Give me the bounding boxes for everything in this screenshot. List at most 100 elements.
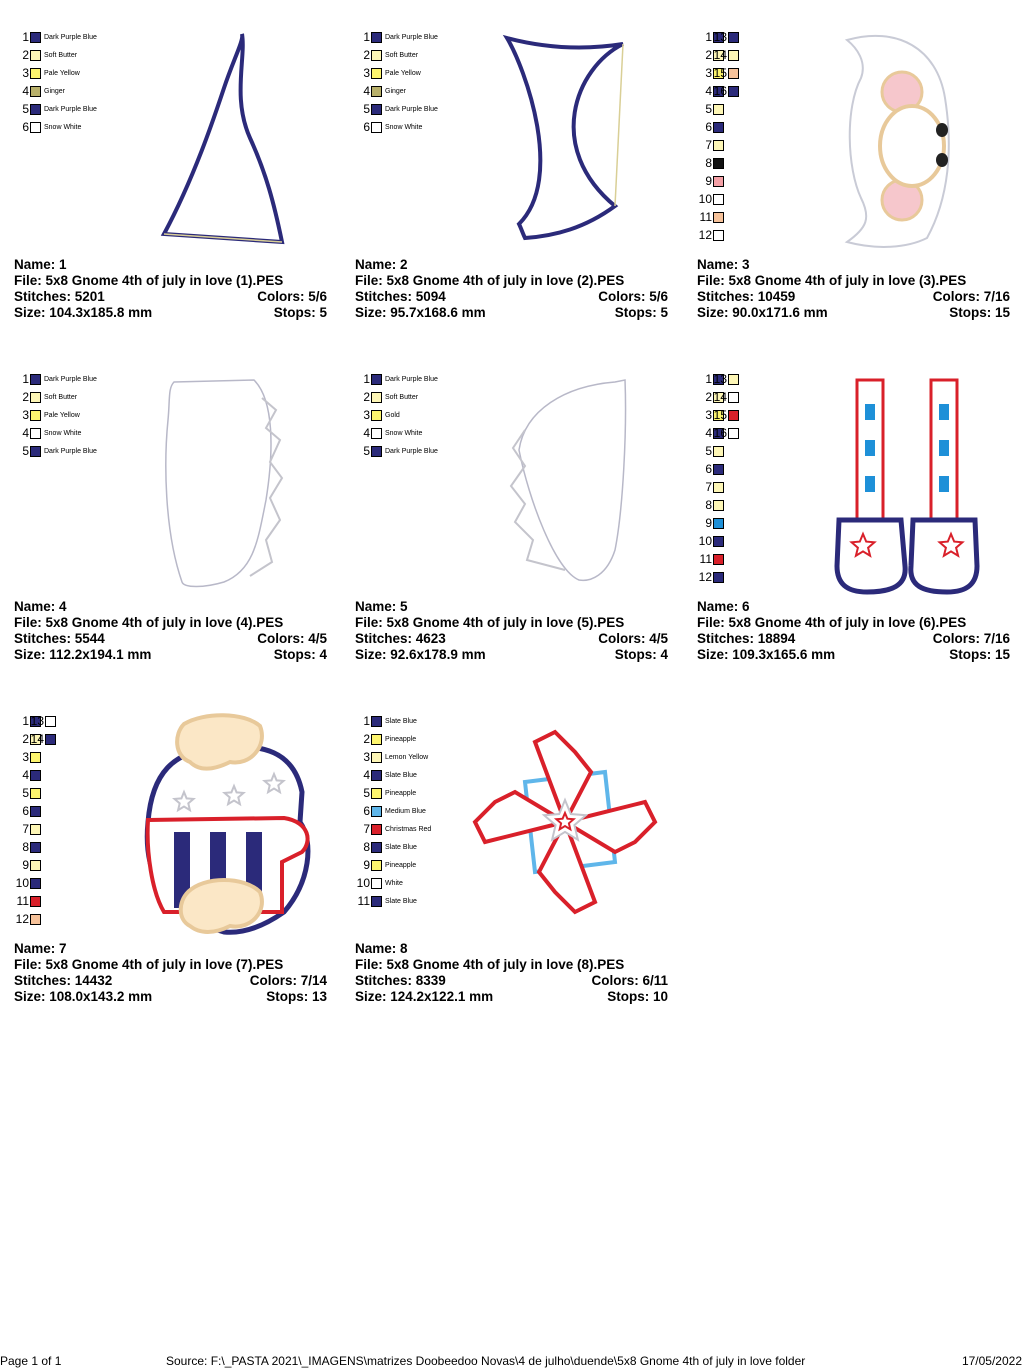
palette-entry: 6 [14,802,41,820]
color-count: Colors: 7/16 [932,631,1010,646]
color-swatch [30,445,41,457]
source-path: Source: F:\_PASTA 2021\_IMAGENS\matrizes… [166,1354,806,1368]
color-swatch [30,103,41,115]
color-swatch [30,31,41,43]
palette-number: 5 [22,102,29,116]
color-swatch [371,769,382,781]
design-name: Name: 3 [697,257,750,272]
color-swatch [713,103,724,115]
palette-entry: 6 [697,460,724,478]
color-swatch [371,823,382,835]
stitch-count: Stitches: 8339 [355,973,446,988]
embroidery-design-preview [154,28,294,253]
stitch-count: Stitches: 14432 [14,973,113,988]
color-swatch [713,445,724,457]
color-swatch [371,877,382,889]
thread-name: Slate Blue [385,897,417,905]
color-swatch [728,373,739,385]
color-swatch [30,67,41,79]
embroidery-design-preview [827,28,967,263]
color-swatch [713,481,724,493]
color-swatch [371,49,382,61]
design-size: Size: 92.6x178.9 mm [355,647,486,662]
palette-entry: 2 [14,730,41,748]
color-swatch [713,139,724,151]
palette-entry: 16 [712,424,739,442]
palette-number: 6 [705,462,712,476]
color-swatch [30,373,41,385]
color-swatch [45,715,56,727]
color-swatch [713,553,724,565]
palette-entry: 3 [14,748,41,766]
color-swatch [371,31,382,43]
palette-entry: 7 [14,820,41,838]
palette-number: 3 [705,66,712,80]
thread-name: Dark Purple Blue [385,33,438,41]
palette-number: 4 [22,768,29,782]
thread-name: Dark Purple Blue [385,375,438,383]
color-swatch [713,229,724,241]
stitch-count: Stitches: 5201 [14,289,105,304]
palette-number: 5 [705,444,712,458]
palette-number: 5 [363,102,370,116]
color-swatch [30,427,41,439]
palette-number: 7 [705,138,712,152]
palette-entry: 13 [712,370,739,388]
color-count: Colors: 4/5 [598,631,668,646]
palette-number: 13 [713,372,727,386]
palette-number: 9 [363,858,370,872]
palette-number: 12 [698,570,712,584]
color-swatch [371,715,382,727]
palette-entry: 8 [697,154,724,172]
thread-name: Ginger [44,87,66,95]
color-swatch [371,895,382,907]
palette-entry: 10 [697,532,724,550]
thread-name: Dark Purple Blue [44,105,97,113]
thread-name: Dark Purple Blue [385,105,438,113]
color-swatch [371,391,382,403]
palette-number: 2 [363,48,370,62]
color-swatch [371,85,382,97]
color-swatch [30,805,41,817]
palette-entry: 2 Soft Butter [355,46,418,64]
thread-name: Dark Purple Blue [44,33,97,41]
color-swatch [713,499,724,511]
palette-number: 9 [22,858,29,872]
palette-number: 12 [15,912,29,926]
stop-count: Stops: 15 [949,647,1010,662]
color-swatch [30,751,41,763]
palette-entry: 13 [712,28,739,46]
palette-number: 3 [363,750,370,764]
design-file: File: 5x8 Gnome 4th of july in love (4).… [14,615,284,630]
palette-entry: 5 [14,784,41,802]
color-swatch [371,427,382,439]
thread-name: Soft Butter [385,393,419,401]
palette-entry: 1 [14,712,41,730]
stitch-count: Stitches: 10459 [697,289,796,304]
palette-number: 3 [705,408,712,422]
palette-entry: 6 [697,118,724,136]
embroidery-design-preview [827,370,987,605]
stop-count: Stops: 5 [614,305,668,320]
thread-name: Gold [385,411,400,419]
design-file: File: 5x8 Gnome 4th of july in love (2).… [355,273,625,288]
palette-number: 13 [713,30,727,44]
design-info: Name: 5 File: 5x8 Gnome 4th of july in l… [355,599,668,663]
palette-entry: 9 [14,856,41,874]
palette-entry: 1 [697,370,724,388]
palette-number: 11 [16,894,29,908]
design-file: File: 5x8 Gnome 4th of july in love (1).… [14,273,284,288]
thread-name: Soft Butter [385,51,419,59]
palette-number: 8 [22,840,29,854]
palette-number: 4 [22,426,29,440]
